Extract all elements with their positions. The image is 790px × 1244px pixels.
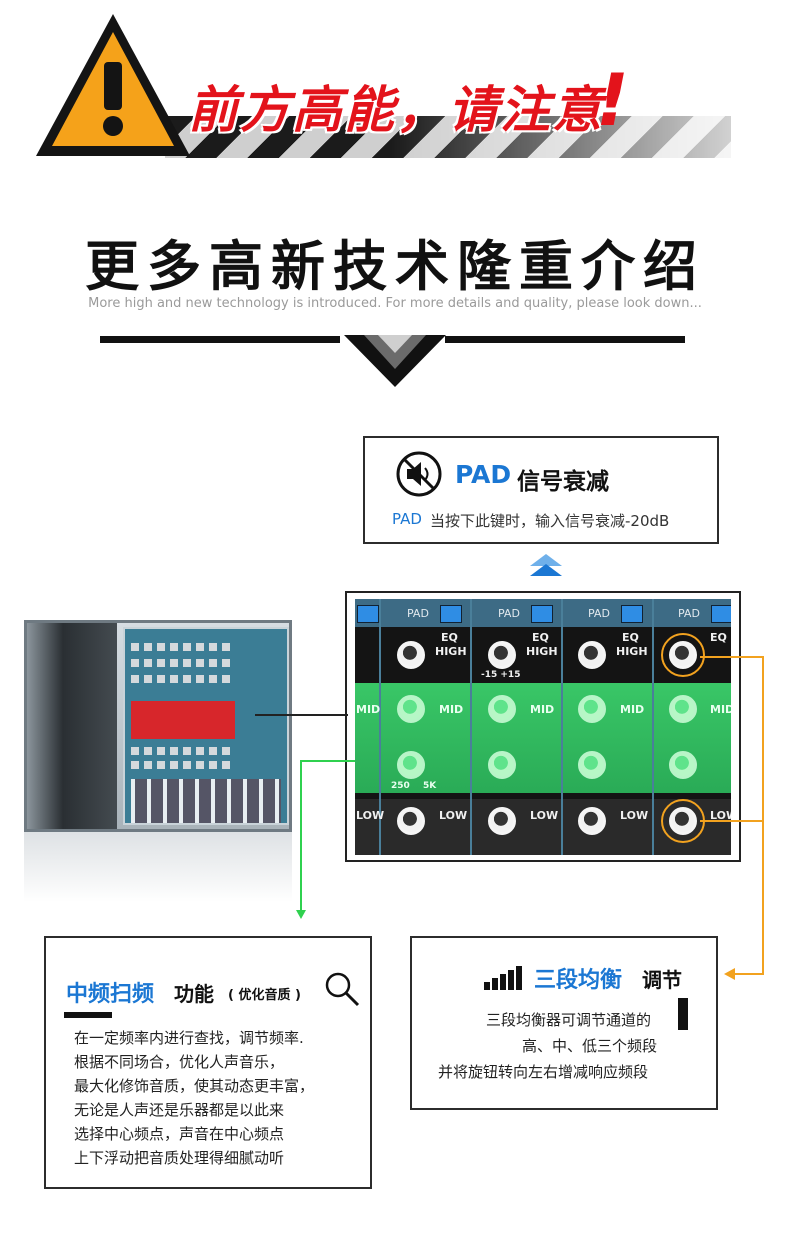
eq-label: EQ xyxy=(622,631,639,644)
high-label: HIGH xyxy=(435,645,467,658)
product-reflection xyxy=(24,832,292,902)
mid-body-line: 在一定频率内进行查找，调节频率. xyxy=(74,1029,304,1047)
mid-body-line: 上下浮动把音质处理得细腻动听 xyxy=(74,1149,285,1167)
eq-label: EQ xyxy=(532,631,549,644)
orange-connector xyxy=(700,656,764,658)
warning-stripe xyxy=(165,116,731,158)
green-connector xyxy=(300,760,355,762)
down-chevron-icon xyxy=(344,335,446,387)
banner-exclamation: ! xyxy=(596,58,629,142)
mid-gain-knob xyxy=(397,695,425,723)
fader-row xyxy=(131,779,281,823)
pad-button xyxy=(711,605,731,623)
eq-label: EQ xyxy=(710,631,727,644)
low-label: LOW xyxy=(710,809,731,822)
warning-triangle-icon xyxy=(36,14,190,156)
mid-body-line: 无论是人声还是乐器都是以此来 xyxy=(74,1101,285,1119)
mid-label: MID xyxy=(620,703,645,716)
high-knob-highlight xyxy=(661,633,705,677)
mid-gain-knob xyxy=(669,695,697,723)
low-label: LOW xyxy=(620,809,649,822)
mid-body-line: 最大化修饰音质，使其动态更丰富， xyxy=(74,1077,315,1095)
mid-body-line: 根据不同场合，优化人声音乐， xyxy=(74,1053,285,1071)
speaker-mute-icon xyxy=(396,451,442,497)
mixer-eq-closeup: PAD PAD PAD PAD EQ HIGH EQ HIGH EQ HIGH … xyxy=(345,591,741,862)
section-title: 更多高新技术隆重介绍 xyxy=(85,235,705,298)
mixer-product-image xyxy=(24,620,292,832)
orange-connector xyxy=(762,656,764,974)
magnifier-icon xyxy=(325,972,360,1007)
mid-freq-knob xyxy=(669,751,697,779)
pad-desc-accent: PAD xyxy=(392,510,422,528)
mid-title-note: ( 优化音质 ) xyxy=(228,988,301,1003)
pad-label: PAD xyxy=(678,607,700,620)
mid-freq-knob xyxy=(488,751,516,779)
low-knob-highlight xyxy=(661,799,705,843)
high-label: HIGH xyxy=(526,645,558,658)
mid-freq-knob xyxy=(397,751,425,779)
orange-arrow-icon xyxy=(724,968,735,980)
banner-title: 前方高能，请注意 xyxy=(188,81,604,139)
mid-label: MID xyxy=(439,703,464,716)
eq-title-accent: 三段均衡 xyxy=(534,968,623,993)
equalizer-bars-icon xyxy=(484,966,522,990)
red-channel-section xyxy=(131,701,235,739)
low-knob xyxy=(397,807,425,835)
eq-marker xyxy=(678,998,688,1030)
eq-body-line: 三段均衡器可调节通道的 xyxy=(486,1011,652,1029)
mixer-face xyxy=(123,627,289,825)
low-knob xyxy=(488,807,516,835)
three-band-eq-card: 三段均衡 调节 三段均衡器可调节通道的 高、中、低三个频段 并将旋钮转向左右增减… xyxy=(410,936,718,1110)
high-knob xyxy=(397,641,425,669)
range-label: -15 +15 xyxy=(481,670,521,680)
pad-label: PAD xyxy=(498,607,520,620)
section-subtitle: More high and new technology is introduc… xyxy=(88,296,702,311)
mid-body-line: 选择中心频点，声音在中心频点 xyxy=(74,1125,285,1143)
green-arrow-icon xyxy=(296,910,306,919)
mid-frequency-card: 中频扫频 功能 ( 优化音质 ) 在一定频率内进行查找，调节频率. 根据不同场合… xyxy=(44,936,372,1189)
mid-title-underline xyxy=(64,1012,112,1018)
orange-connector xyxy=(700,820,764,822)
mid-label: MID xyxy=(710,703,731,716)
pad-button xyxy=(531,605,553,623)
divider-right xyxy=(445,336,685,343)
pad-title-accent: PAD xyxy=(455,460,512,489)
pad-description: 当按下此键时，输入信号衰减-20dB xyxy=(430,512,670,530)
high-label: HIGH xyxy=(616,645,648,658)
pad-title: 信号衰减 xyxy=(517,469,609,495)
low-label: LOW xyxy=(356,809,385,822)
low-label: LOW xyxy=(530,809,559,822)
eq-body-line: 并将旋钮转向左右增减响应频段 xyxy=(438,1063,649,1081)
divider-left xyxy=(100,336,340,343)
flight-case-lid xyxy=(27,623,117,829)
eq-body-line: 高、中、低三个频段 xyxy=(522,1037,658,1055)
pad-button xyxy=(621,605,643,623)
pad-label: PAD xyxy=(407,607,429,620)
freq-low-label: 250 xyxy=(391,781,410,791)
low-knob xyxy=(578,807,606,835)
mid-gain-knob xyxy=(488,695,516,723)
eq-title: 调节 xyxy=(642,968,682,992)
mid-title-accent: 中频扫频 xyxy=(66,982,155,1007)
orange-connector xyxy=(734,973,764,975)
mid-label: MID xyxy=(356,703,381,716)
connector-line xyxy=(255,714,348,716)
pad-button xyxy=(440,605,462,623)
pad-feature-card: PAD 信号衰减 PAD 当按下此键时，输入信号衰减-20dB xyxy=(363,436,719,544)
high-knob xyxy=(578,641,606,669)
mid-gain-knob xyxy=(578,695,606,723)
mid-freq-knob xyxy=(578,751,606,779)
freq-high-label: 5K xyxy=(423,781,437,791)
green-connector xyxy=(300,760,302,910)
eq-label: EQ xyxy=(441,631,458,644)
pad-label: PAD xyxy=(588,607,610,620)
up-arrow-icon xyxy=(530,554,562,576)
low-label: LOW xyxy=(439,809,468,822)
mid-title: 功能 xyxy=(174,982,214,1006)
mid-label: MID xyxy=(530,703,555,716)
high-knob xyxy=(488,641,516,669)
